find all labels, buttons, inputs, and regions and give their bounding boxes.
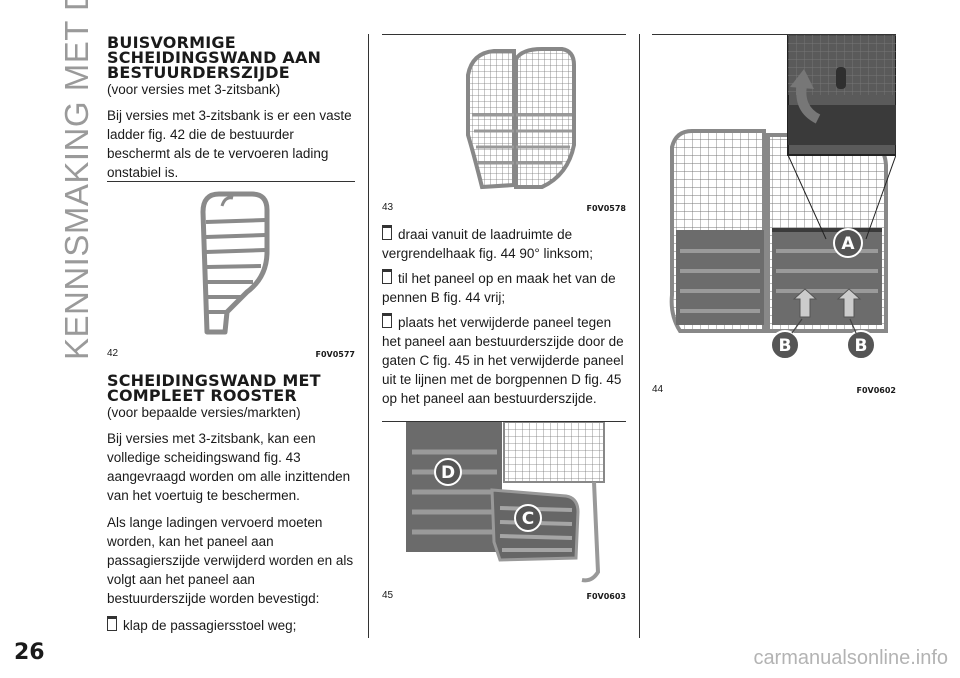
figure-45-code: F0V0603 xyxy=(586,592,627,601)
bullet-1: klap de passagiersstoel weg; xyxy=(107,616,357,635)
checkbox-bullet-icon xyxy=(382,313,392,328)
column-2-text: draai vanuit de laadruimte de vergrendel… xyxy=(382,225,630,414)
checkbox-bullet-icon xyxy=(382,269,392,284)
figure-42: 42 F0V0577 xyxy=(107,181,355,359)
bullet-4-text: plaats het verwijderde paneel tegen het … xyxy=(382,315,624,406)
ladder-partition-illustration xyxy=(200,191,270,335)
column-1: BUISVORMIGE SCHEIDINGSWAND AAN BESTUURDE… xyxy=(107,35,355,190)
figure-44: A B B 44 F0V0602 xyxy=(652,34,896,395)
label-b-left: B xyxy=(779,336,792,356)
paragraph-2: Bij versies met 3-zitsbank, kan een voll… xyxy=(107,431,351,503)
heading-scheidingswand: SCHEIDINGSWAND MET COMPLEET ROOSTER xyxy=(107,371,321,405)
column-1-lower: SCHEIDINGSWAND MET COMPLEET ROOSTER (voo… xyxy=(107,373,357,641)
figure-42-caption: 42 F0V0577 xyxy=(107,345,355,359)
label-b-right: B xyxy=(855,336,868,356)
checkbox-bullet-icon xyxy=(382,225,392,240)
heading-buisvormige: BUISVORMIGE SCHEIDINGSWAND AAN BESTUURDE… xyxy=(107,33,322,82)
label-d: D xyxy=(441,463,455,483)
heading-buisvormige-sub: (voor versies met 3-zitsbank) xyxy=(107,82,281,97)
column-divider-1 xyxy=(368,34,369,638)
figure-44-number: 44 xyxy=(652,384,664,395)
bullet-3: til het paneel op en maak het van de pen… xyxy=(382,269,630,307)
panel-mounting-illustration: D C xyxy=(406,422,605,583)
partition-unlock-illustration: A B B xyxy=(669,35,896,360)
figure-43-caption: 43 F0V0578 xyxy=(382,199,626,213)
figure-45-caption: 45 F0V0603 xyxy=(382,587,626,601)
page-number: 26 xyxy=(14,640,45,665)
bullet-2-text: draai vanuit de laadruimte de vergrendel… xyxy=(382,227,594,261)
bullet-1-text: klap de passagiersstoel weg; xyxy=(123,618,297,633)
bullet-3-text: til het paneel op en maak het van de pen… xyxy=(382,271,616,305)
figure-45: D C 45 F0V0603 xyxy=(382,421,626,601)
figure-43-number: 43 xyxy=(382,202,394,213)
bullet-4: plaats het verwijderde paneel tegen het … xyxy=(382,313,630,408)
bullet-2: draai vanuit de laadruimte de vergrendel… xyxy=(382,225,630,263)
figure-44-caption: 44 F0V0602 xyxy=(652,381,896,395)
heading-scheidingswand-sub: (voor bepaalde versies/markten) xyxy=(107,405,301,420)
figure-43-code: F0V0578 xyxy=(586,204,627,213)
figure-44-code: F0V0602 xyxy=(856,386,897,395)
figure-45-number: 45 xyxy=(382,590,394,601)
watermark: carmanualsonline.info xyxy=(753,647,948,669)
column-divider-2 xyxy=(639,34,640,638)
figure-43: 43 F0V0578 xyxy=(382,34,626,213)
paragraph-1: Bij versies met 3-zitsbank is er een vas… xyxy=(107,108,352,180)
label-c: C xyxy=(522,509,534,529)
checkbox-bullet-icon xyxy=(107,616,117,631)
figure-42-number: 42 xyxy=(107,348,119,359)
paragraph-3: Als lange ladingen vervoerd moeten worde… xyxy=(107,515,354,606)
full-grid-partition-illustration xyxy=(466,47,576,190)
label-a: A xyxy=(841,234,855,254)
figure-42-code: F0V0577 xyxy=(315,350,356,359)
